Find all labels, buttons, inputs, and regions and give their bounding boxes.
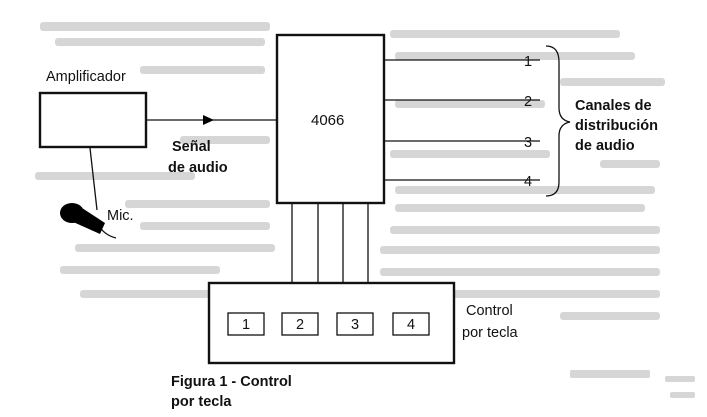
channel-number-3: 3 [524,135,532,151]
chip-4066-box [275,33,386,205]
background-bleed-through [35,22,695,398]
key-3 [336,312,374,336]
mic-label: Mic. [107,208,134,224]
signal-label-line1: Señal [172,139,211,155]
channel-number-4: 4 [524,174,532,190]
figure-caption-line2: por tecla [171,394,232,410]
amplifier-box [38,91,148,149]
key-label-3: 3 [351,317,359,333]
chip-4066-label: 4066 [311,112,344,129]
control-label-line1: Control [466,303,513,319]
channel-number-2: 2 [524,94,532,110]
key-2 [281,312,319,336]
keypad-control-box [207,281,456,365]
key-label-1: 1 [242,317,250,333]
channels-label-line3: de audio [575,138,635,154]
signal-label-line2: de audio [168,160,228,176]
key-label-4: 4 [407,317,415,333]
control-label-line2: por tecla [462,325,519,341]
channels-label-line2: distribución [575,118,658,134]
key-4 [392,312,430,336]
channels-label-line1: Canales de [575,98,652,114]
key-1 [227,312,265,336]
key-label-2: 2 [296,317,304,333]
channel-number-1: 1 [524,54,532,70]
amplifier-label: Amplificador [46,69,126,85]
signal-arrow-icon [203,115,214,125]
channels-brace [545,45,571,197]
microphone-icon [60,147,117,239]
figure-caption-line1: Figura 1 - Control [171,374,292,390]
